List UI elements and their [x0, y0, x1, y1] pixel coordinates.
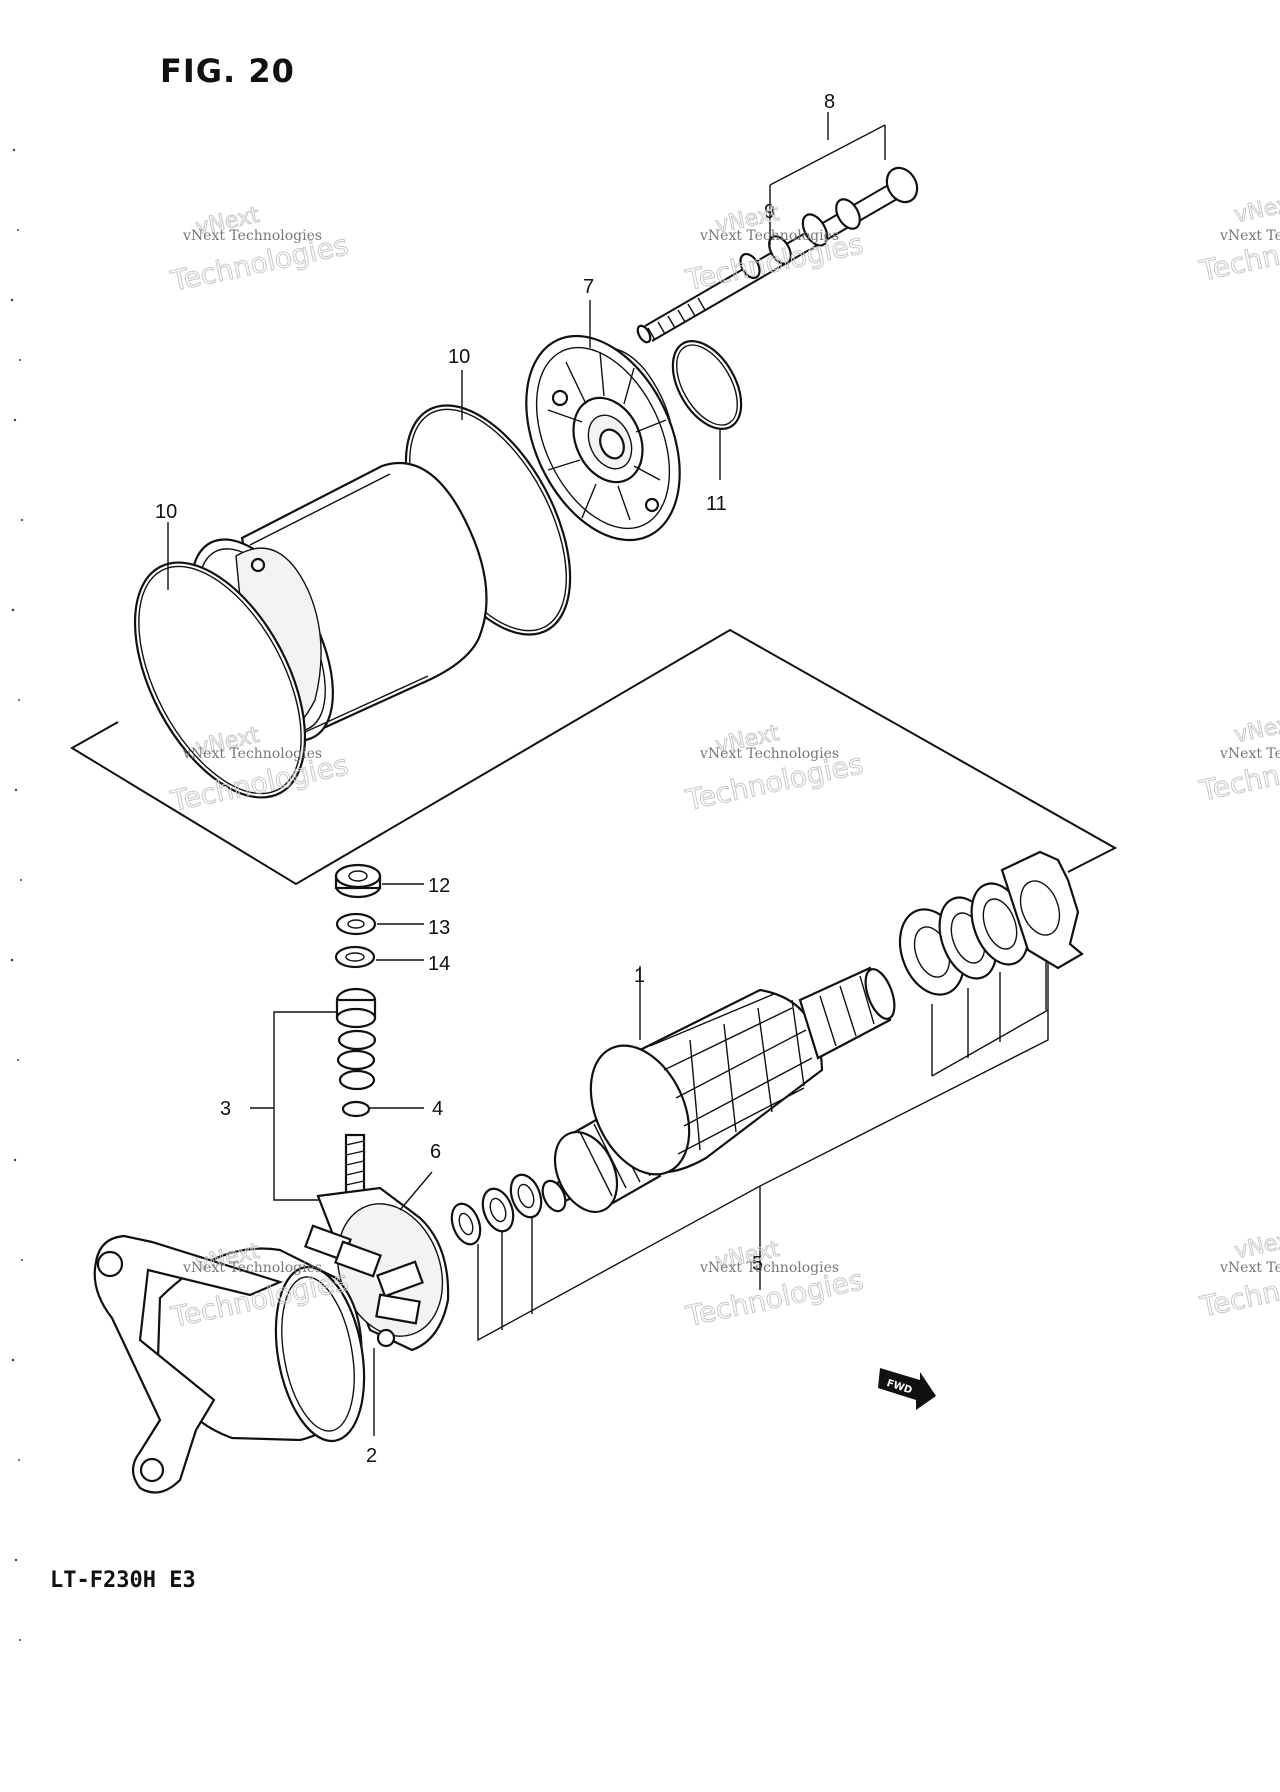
assembly-bracket-lines: [70, 628, 1118, 886]
svg-text:vNext: vNext: [1232, 190, 1280, 228]
o-ring-11: [671, 340, 743, 480]
watermark-text-mid-left: vNext Technologies: [182, 746, 322, 762]
brush-holder-assembly: [304, 1171, 450, 1352]
callout-11: 11: [706, 493, 727, 515]
watermark-text-low-center: vNext Technologies: [699, 1260, 839, 1276]
watermark-text-low-left: vNext Technologies: [182, 1260, 322, 1276]
housing-end: [93, 1234, 375, 1494]
callout-2: 2: [366, 1445, 377, 1467]
commutator-end-washers: [450, 950, 1049, 1342]
watermark-text-low-right: vNext Technologies: [1219, 1260, 1280, 1276]
end-cover: [525, 300, 681, 542]
forward-direction-indicator: FWD: [878, 1368, 936, 1410]
svg-text:vNext: vNext: [1233, 1226, 1280, 1264]
callout-6: 6: [430, 1141, 441, 1163]
callout-14: 14: [428, 953, 450, 975]
terminal-nut-stack: [250, 863, 424, 1201]
drive-end-washers: [898, 850, 1084, 1077]
callouts: 8 9 7 10 11 10 12 13 14 1 3 4 6 5 2: [155, 91, 835, 1467]
scan-edge-noise: [10, 148, 24, 1641]
watermark-text-mid-center: vNext Technologies: [699, 746, 839, 762]
callout-9: 9: [764, 201, 775, 223]
model-code: LT-F230H E3: [50, 1568, 196, 1593]
watermark-low-center: vNext Technologies: [682, 1236, 867, 1333]
callout-5: 5: [752, 1253, 763, 1275]
callout-12: 12: [428, 875, 450, 897]
callout-8: 8: [824, 91, 835, 113]
through-bolt-assembly: [636, 112, 919, 344]
watermark-text-top-left: vNext Technologies: [182, 228, 322, 244]
svg-text:vNext: vNext: [1232, 710, 1280, 748]
callout-10-upper: 10: [448, 346, 470, 368]
callout-13: 13: [428, 917, 450, 939]
watermark-text-top-right: vNext Technologies: [1219, 228, 1280, 244]
callout-10-lower: 10: [155, 501, 177, 523]
watermark-text-top-center: vNext Technologies: [699, 228, 839, 244]
o-ring-10-lower: [133, 522, 307, 799]
callout-1: 1: [634, 965, 645, 987]
watermark-text-mid-right: vNext Technologies: [1219, 746, 1280, 762]
callout-4: 4: [432, 1098, 443, 1120]
callout-7: 7: [583, 276, 594, 298]
callout-3: 3: [220, 1098, 231, 1120]
armature: [541, 966, 896, 1213]
figure-title: FIG. 20: [160, 52, 295, 90]
